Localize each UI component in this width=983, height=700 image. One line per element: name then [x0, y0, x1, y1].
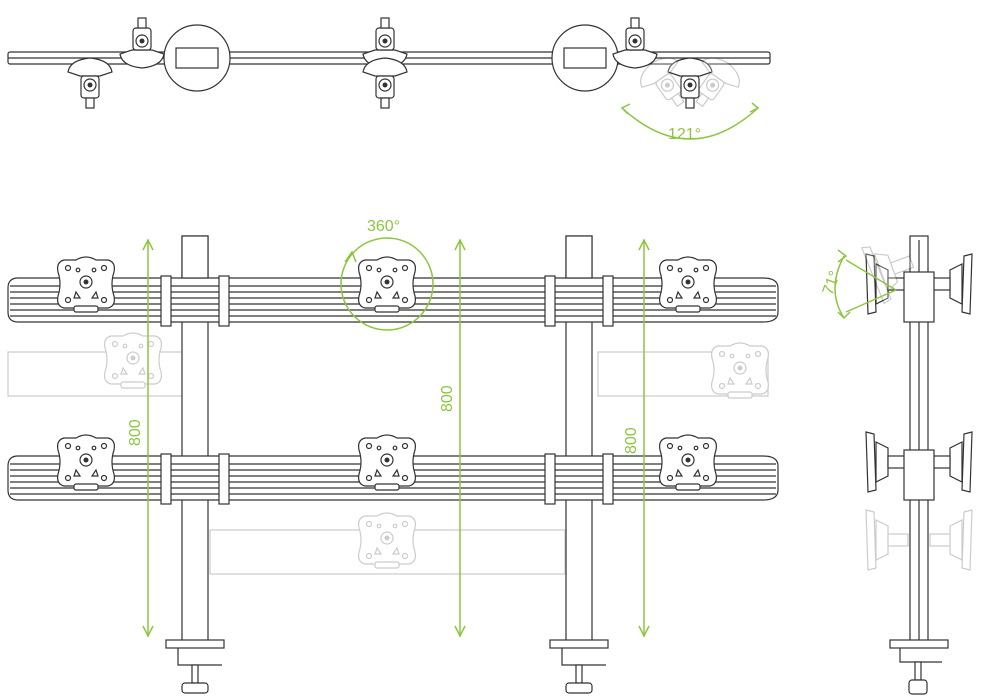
desk-clamp-right	[549, 639, 609, 694]
dimension-left: 800	[127, 238, 154, 638]
svg-text:800: 800	[439, 385, 456, 412]
svg-text:800: 800	[127, 419, 144, 446]
svg-text:800: 800	[623, 427, 640, 454]
swivel-arc	[621, 107, 759, 140]
ghost-rails	[7, 332, 770, 575]
dimension-right: 800	[623, 238, 650, 638]
vesa-plate	[56, 256, 116, 313]
front-view: 360° 800 800 800	[7, 218, 779, 694]
dimension-center: 800	[439, 238, 466, 638]
rotation-circle	[340, 237, 434, 331]
vesa-plate	[56, 434, 116, 491]
vesa-plate	[658, 256, 718, 313]
top-view: 121°	[7, 17, 771, 143]
rotation-label: 360°	[367, 218, 400, 235]
vesa-plate	[658, 434, 718, 491]
tilt-arc	[834, 255, 845, 319]
swivel-angle-label: 121°	[668, 126, 701, 143]
side-view: 71°	[820, 232, 973, 695]
vesa-plate	[358, 256, 416, 313]
desk-clamp-left	[165, 639, 225, 694]
tilt-angle-label: 71°	[820, 269, 844, 298]
vesa-plate	[358, 434, 416, 491]
